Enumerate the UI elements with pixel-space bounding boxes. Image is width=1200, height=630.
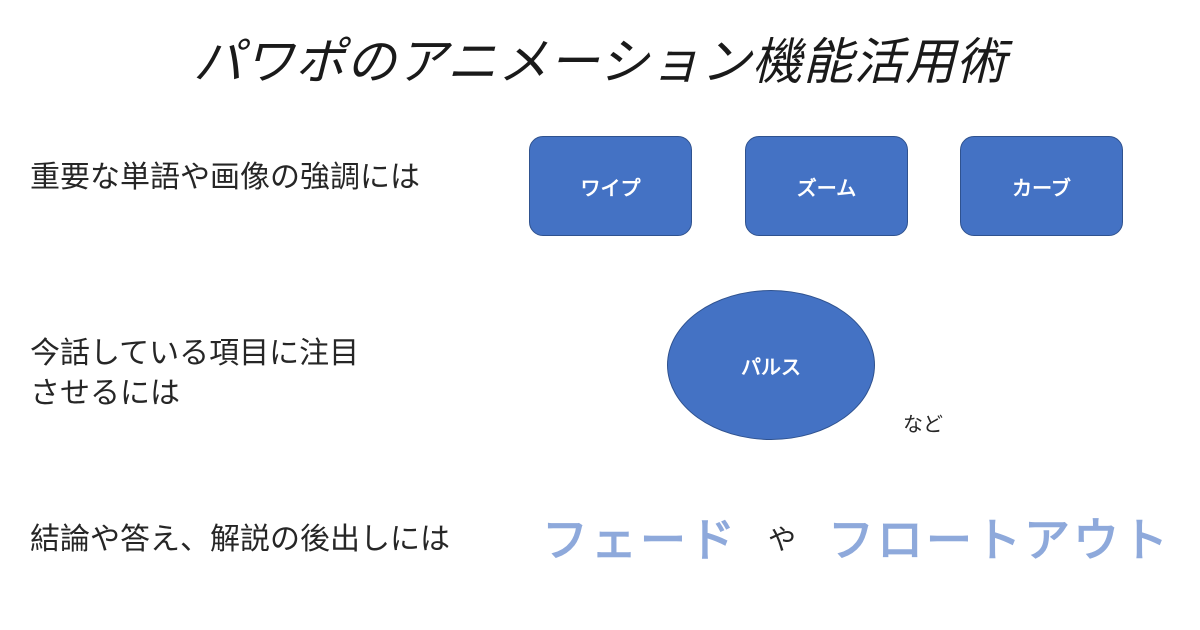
row2-label-line1: 今話している項目に注目: [30, 336, 360, 371]
wipe-button[interactable]: ワイプ: [529, 136, 692, 236]
etc-note: など: [903, 412, 943, 436]
pulse-button[interactable]: パルス: [667, 290, 875, 440]
curve-button[interactable]: カーブ: [960, 136, 1123, 236]
row2-label: 今話している項目に注目 させるには: [30, 334, 359, 414]
zoom-button[interactable]: ズーム: [745, 136, 908, 236]
fade-effect-text: フェード: [542, 513, 738, 567]
row1-label: 重要な単語や画像の強調には: [30, 160, 420, 195]
slide-title: パワポのアニメーション機能活用術: [193, 33, 1007, 91]
row3-label: 結論や答え、解説の後出しには: [30, 522, 450, 557]
conjunction-text: や: [768, 523, 797, 556]
row2-label-line2: させるには: [30, 376, 180, 411]
float-out-effect-text: フロートアウト: [828, 513, 1171, 567]
